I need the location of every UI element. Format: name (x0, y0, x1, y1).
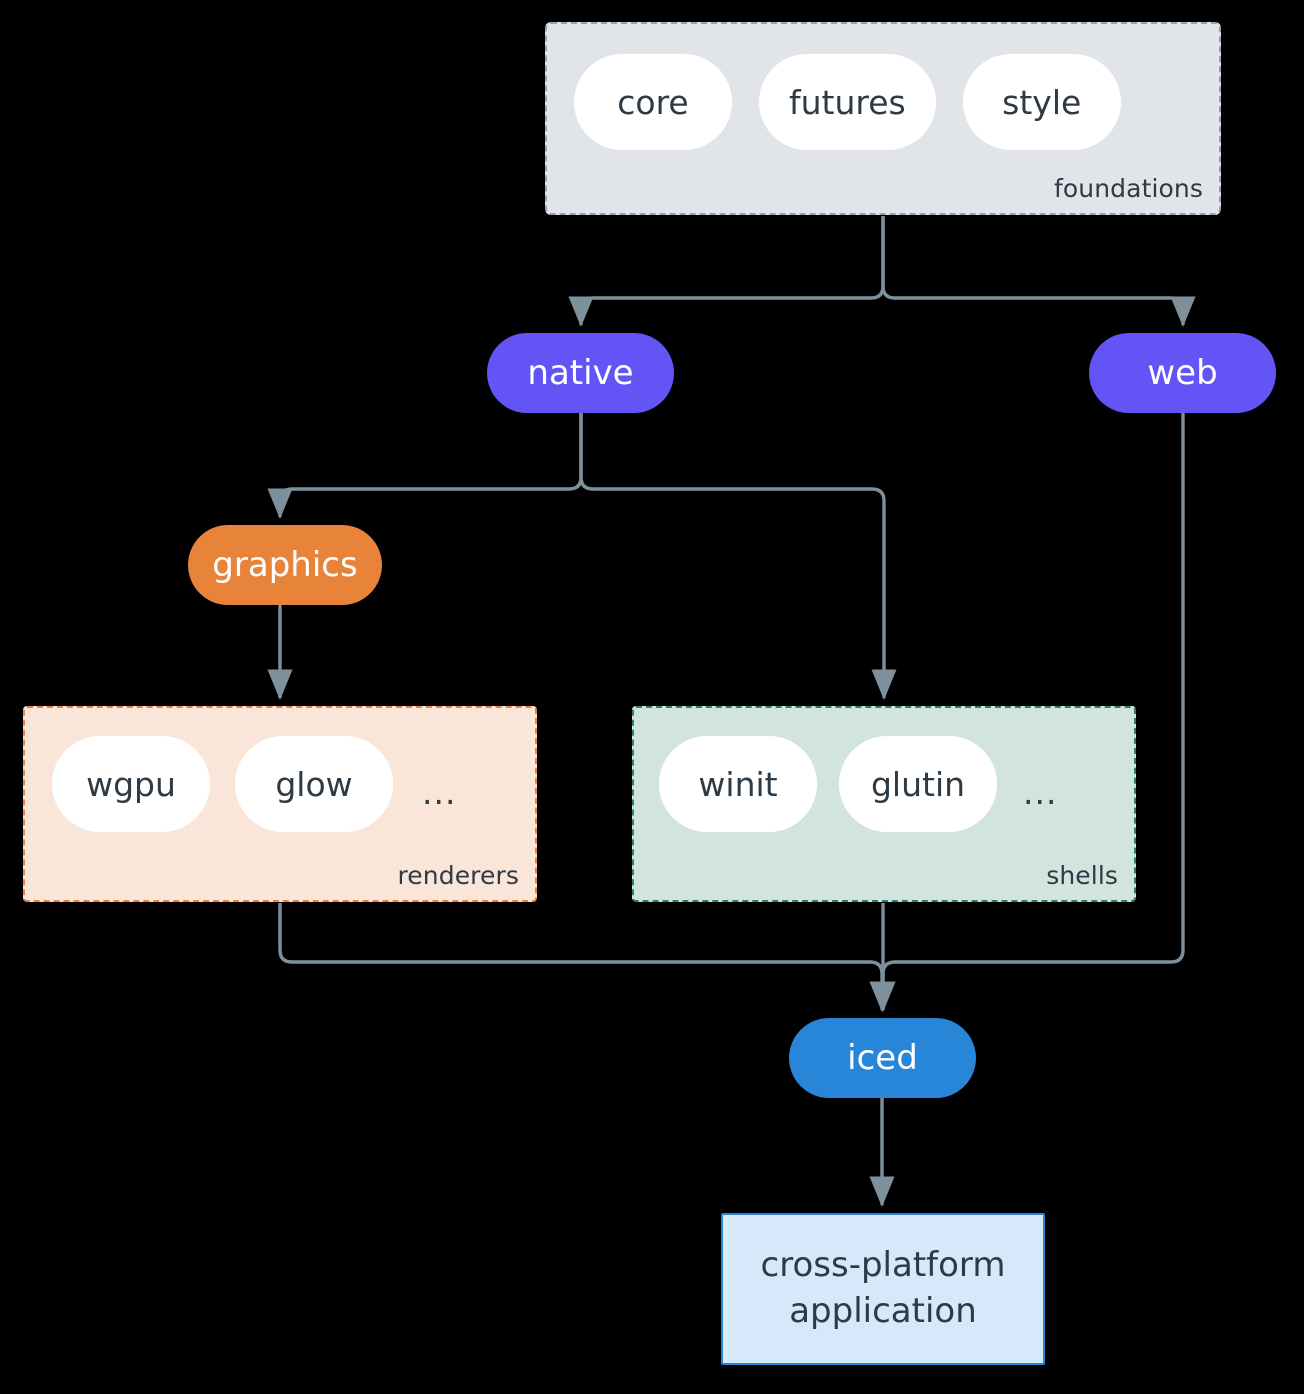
cluster-foundations-items: core futures style (547, 54, 1219, 150)
edge-foundations-native (568, 216, 885, 328)
cluster-foundations: core futures style foundations (545, 22, 1221, 215)
edge-renderers-iced (278, 903, 895, 1013)
cluster-shells-label: shells (1046, 861, 1118, 890)
leaf-glutin[interactable]: glutin (839, 736, 997, 832)
leaf-wgpu[interactable]: wgpu (52, 736, 210, 832)
node-web[interactable]: web (1089, 333, 1276, 413)
node-graphics[interactable]: graphics (188, 525, 382, 605)
node-app-line2: application (789, 1291, 977, 1331)
renderers-ellipsis: ... (422, 772, 457, 812)
shells-ellipsis: ... (1023, 772, 1058, 812)
edge-native-shells (579, 413, 897, 701)
cluster-renderers-items: wgpu glow ... (25, 736, 535, 832)
leaf-glow[interactable]: glow (235, 736, 393, 832)
cluster-foundations-label: foundations (1054, 174, 1203, 203)
node-native[interactable]: native (487, 333, 674, 413)
cluster-renderers: wgpu glow ... renderers (23, 706, 537, 902)
cluster-shells: winit glutin ... shells (632, 706, 1136, 902)
leaf-futures[interactable]: futures (759, 54, 936, 150)
edge-foundations-web (881, 216, 1196, 328)
edge-native-graphics (267, 413, 583, 520)
cluster-renderers-label: renderers (397, 861, 519, 890)
leaf-style[interactable]: style (962, 54, 1121, 150)
node-iced[interactable]: iced (789, 1018, 976, 1098)
node-cross-platform-application[interactable]: cross-platform application (721, 1213, 1045, 1365)
node-app-line1: cross-platform (760, 1245, 1006, 1286)
leaf-winit[interactable]: winit (659, 736, 817, 832)
leaf-core[interactable]: core (574, 54, 732, 150)
cluster-shells-items: winit glutin ... (634, 736, 1134, 832)
